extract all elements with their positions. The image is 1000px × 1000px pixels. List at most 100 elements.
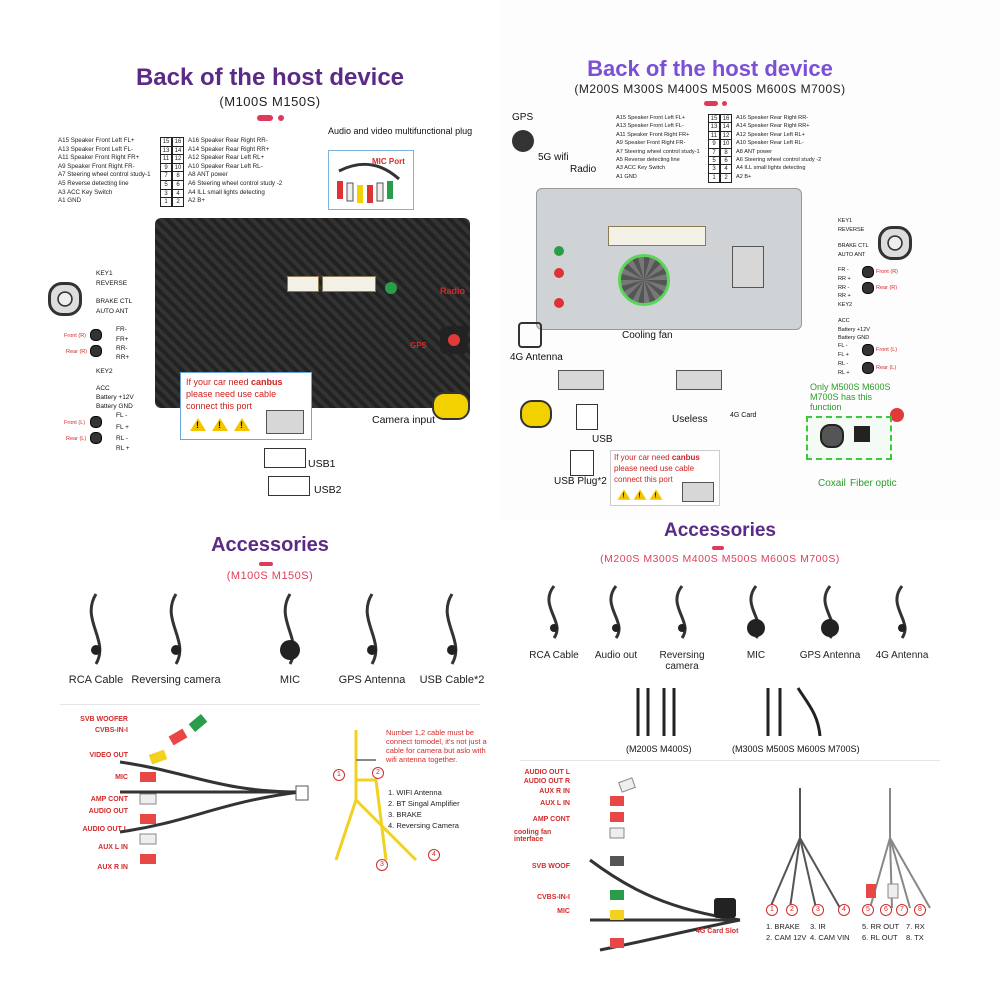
harness-label: Battery GND: [838, 335, 870, 341]
audio-video-label: Audio and video multifunctional plug: [328, 126, 473, 136]
accessory-label: MIC: [279, 674, 301, 686]
accessory-label: GPS Antenna: [799, 650, 861, 661]
side-connector: [732, 246, 764, 288]
rca-harness-icon: [589, 777, 741, 952]
pin-label: A11 Speaker Front Right FR+: [616, 131, 690, 138]
harness-label: FL +: [838, 352, 849, 358]
4g-card-label: 4G Card: [730, 412, 757, 419]
cable-number-4: 4: [428, 849, 440, 861]
main-connector: [608, 226, 706, 246]
pin-number: 2: [172, 197, 184, 208]
useless-label: Useless: [672, 414, 708, 425]
fiber-port-icon: [854, 426, 870, 442]
canbus-port-icon: [682, 482, 714, 502]
legend-item: 3. BRAKE: [388, 810, 422, 819]
pin-label: A12 Speaker Rear Left RL+: [736, 131, 805, 138]
front-l-label: Front (L): [876, 347, 898, 353]
pin-label: A5 Reverse detecting line: [616, 157, 680, 163]
coaxial-label: Coxail: [818, 478, 846, 489]
usb-plug-label: USB Plug*2: [554, 476, 607, 487]
camera-cable-icon: [334, 730, 418, 862]
usb2-label: USB2: [314, 484, 342, 496]
accessory-label: GPS Antenna: [338, 674, 406, 686]
speaker-icon: [862, 362, 874, 374]
legend-item: 2. CAM 12V: [766, 933, 807, 942]
legend-item: 4. Reversing Camera: [388, 821, 459, 830]
sim-card-slot-icon: [714, 898, 736, 918]
pin-label: A10 Speaker Rear Left RL-: [736, 140, 804, 147]
pin-label: A2 B+: [736, 173, 752, 180]
panel-host-m200s: Back of the host device (M200S M300S M40…: [500, 0, 1000, 520]
speaker-front-l-label: Front (L): [64, 420, 86, 426]
av-connector: [322, 276, 376, 292]
camera-rca-icon: [432, 392, 470, 420]
radio-label: Radio: [570, 164, 597, 175]
rca-label: CVBS-IN-I: [94, 727, 128, 734]
pin-label: A6 Steering wheel control study -2: [188, 180, 283, 187]
harness-label: REVERSE: [96, 280, 128, 287]
legend-item: 5. RR OUT: [862, 922, 900, 931]
gps-antenna-icon: [512, 130, 534, 152]
cable-number: 4: [838, 904, 850, 916]
pin-label: A14 Speaker Rear Right RR+: [188, 145, 270, 153]
harness-label: ACC: [838, 318, 850, 324]
speaker-icon: [862, 266, 874, 278]
harness-label: RR-: [116, 345, 128, 352]
usb-cables-icon: [766, 687, 822, 737]
pin-label: A1 GND: [58, 197, 82, 205]
wifi-port: [554, 268, 564, 278]
cable-number-2: 2: [372, 767, 384, 779]
pin-label: A2 B+: [188, 197, 206, 205]
panel-subtitle: (M100S M150S): [219, 94, 321, 109]
radio-port: [554, 246, 564, 256]
harness-label: KEY2: [838, 302, 853, 308]
usb-plug-icon: [570, 450, 594, 476]
harness-label: Battery +12V: [838, 327, 870, 333]
pin-label: A3 ACC Key Switch: [616, 165, 666, 172]
accessory-label: RCA Cable: [68, 674, 124, 686]
cable-number: 8: [914, 904, 926, 916]
cooling-fan-icon: [618, 254, 670, 306]
cable-number: 6: [880, 904, 892, 916]
harness-label: RR +: [838, 276, 851, 282]
steering-wheel-icon: [48, 282, 82, 316]
accessory-image: [150, 590, 202, 668]
gps-label: GPS: [410, 341, 427, 350]
warning-icon: [649, 489, 663, 500]
accessory-image: [530, 582, 578, 642]
pin-label: A7 Steering wheel control study-1: [616, 148, 700, 155]
harness-label: FR+: [116, 336, 129, 343]
rca-label: VIDEO OUT: [89, 752, 128, 759]
main-connector: [287, 276, 319, 292]
rca-label: SVB WOOFER: [80, 716, 128, 723]
panel-title: Back of the host device: [587, 56, 833, 81]
pin-label: A10 Speaker Rear Left RL-: [188, 162, 263, 170]
title-accent-pill: [259, 562, 273, 566]
legend-item: 4. CAM VIN: [810, 933, 850, 942]
harness-label: KEY1: [96, 270, 113, 277]
rca-label: MIC: [115, 774, 128, 781]
pin-number: 2: [720, 172, 732, 183]
harness-label: Battery GND: [96, 403, 133, 410]
rca-label: cooling fan interface: [514, 829, 552, 843]
speaker-icon: [90, 329, 102, 341]
speaker-icon: [90, 432, 102, 444]
harness-label: RR+: [116, 354, 130, 361]
4g-port: [554, 298, 564, 308]
cable-number: 1: [766, 904, 778, 916]
harness-label: FL +: [116, 424, 129, 431]
pin-label: A9 Speaker Front Right FR-: [616, 140, 686, 147]
speaker-front-r-label: Front (R): [64, 333, 86, 339]
rca-label: SVB WOOF: [531, 863, 570, 870]
title-accent-pill: [257, 115, 273, 121]
usb-label: USB: [592, 434, 613, 445]
pin-label: A6 Steering wheel control study -2: [736, 157, 822, 163]
warning-icon: [617, 489, 631, 500]
camera-input-label: Camera input: [372, 414, 436, 426]
pin-label: A13 Speaker Front Left FL-: [58, 145, 133, 153]
rca-label: AUDIO OUT L: [524, 769, 571, 776]
pin-label: A4 ILL small lights detecting: [736, 165, 806, 172]
accessory-image: [658, 582, 706, 642]
panel-title: Back of the host device: [135, 64, 405, 91]
usb-cables-icon: [636, 688, 676, 736]
